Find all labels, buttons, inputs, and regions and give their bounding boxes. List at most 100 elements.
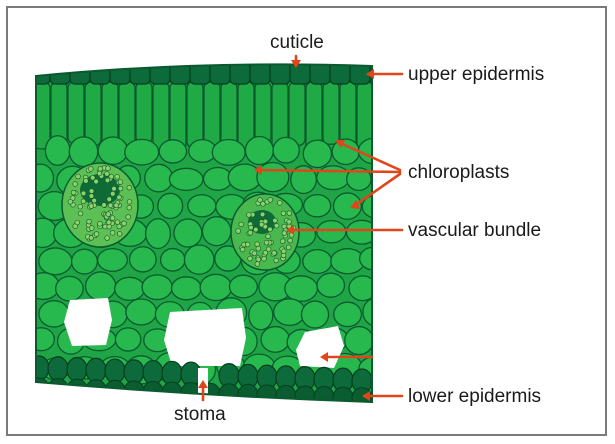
spongy-cell <box>317 221 346 243</box>
vascular-cell <box>122 221 127 226</box>
vascular-cell <box>89 226 94 231</box>
palisade-cell <box>85 82 101 145</box>
vascular-cell <box>78 204 83 209</box>
palisade-cell <box>136 82 152 143</box>
spongy-cell <box>69 137 97 167</box>
vascular-cell <box>248 230 253 235</box>
spongy-cell <box>229 275 257 298</box>
upper-epidermis-cell <box>150 62 170 84</box>
vascular-cell <box>260 212 265 217</box>
palisade-cell <box>255 82 271 143</box>
palisade-cell <box>68 82 84 144</box>
vascular-cell <box>98 166 103 171</box>
spongy-cell <box>204 167 232 190</box>
vascular-cell <box>281 249 286 254</box>
vascular-bundle-left <box>62 163 138 247</box>
vascular-cell <box>117 231 122 236</box>
leaf-tissue <box>27 55 392 415</box>
upper-epidermis-cell <box>110 62 130 84</box>
spongy-cell <box>72 249 98 274</box>
lower-epidermis-cell <box>67 379 87 399</box>
vascular-cell <box>277 200 282 205</box>
spongy-cell <box>301 301 328 328</box>
vascular-cell <box>89 204 94 209</box>
spongy-cell <box>285 276 318 302</box>
spongy-cell <box>126 299 157 325</box>
spongy-cell <box>28 328 54 351</box>
vascular-cell <box>282 231 287 236</box>
spongy-cell <box>115 277 145 300</box>
spongy-cell <box>161 249 185 271</box>
vascular-cell <box>249 225 254 230</box>
vascular-cell <box>81 191 86 196</box>
vascular-cell <box>255 262 260 267</box>
vascular-cell <box>287 211 292 216</box>
air-space <box>164 308 246 366</box>
vascular-cell <box>118 180 123 185</box>
lower-epidermis-cell <box>124 360 144 384</box>
vascular-cell <box>105 171 110 176</box>
spongy-cell <box>358 138 390 164</box>
vascular-cell <box>280 239 285 244</box>
lower-epidermis-label: lower epidermis <box>408 386 541 407</box>
vascular-cell <box>81 199 86 204</box>
vascular-cell <box>84 178 89 183</box>
spongy-cell <box>174 219 202 247</box>
lower-epidermis-cell <box>257 385 277 405</box>
spongy-cell <box>345 327 374 355</box>
vascular-cell <box>127 185 132 190</box>
vascular-cell <box>68 199 73 204</box>
vascular-cell <box>105 178 110 183</box>
palisade-cell <box>374 82 390 144</box>
vascular-cell <box>259 222 264 227</box>
spongy-cell <box>303 140 331 167</box>
spongy-cell <box>28 273 59 300</box>
spongy-cell <box>45 136 70 166</box>
spongy-cell <box>142 275 172 300</box>
lower-epidermis-cell <box>371 388 391 408</box>
palisade-cell <box>289 82 305 145</box>
vascular-cell <box>273 218 278 223</box>
vascular-cell <box>256 246 261 251</box>
vascular-cell <box>108 203 113 208</box>
vascular-cell <box>127 199 132 204</box>
vascular-cell <box>98 221 103 226</box>
vascular-cell <box>126 215 131 220</box>
vascular-cell <box>268 227 273 232</box>
palisade-cell <box>323 82 339 144</box>
spongy-cell <box>245 137 273 165</box>
vascular-cell <box>94 179 99 184</box>
vascular-cell <box>71 190 76 195</box>
vascular-cell <box>288 238 293 243</box>
lower-epidermis-pointer <box>362 391 402 401</box>
vascular-cell <box>75 220 80 225</box>
vascular-cell <box>264 240 269 245</box>
vascular-cell <box>73 182 78 187</box>
spongy-cell <box>158 193 183 218</box>
vascular-cell <box>115 174 120 179</box>
vascular-cell <box>110 230 115 235</box>
vascular-cell <box>286 245 291 250</box>
spongy-cell <box>363 298 388 325</box>
vascular-cell <box>107 197 112 202</box>
spongy-cell <box>200 274 231 300</box>
vascular-cell <box>109 174 114 179</box>
vascular-cell <box>236 229 241 234</box>
spongy-cell <box>56 276 84 301</box>
lower-epidermis-cell <box>29 378 49 398</box>
spongy-cell <box>115 328 140 351</box>
lower-epidermis-cell <box>48 357 68 381</box>
vascular-cell <box>255 242 260 247</box>
vascular-cell <box>274 258 279 263</box>
upper-epidermis-label: upper epidermis <box>408 64 544 85</box>
lower-epidermis-cell <box>67 358 87 382</box>
vascular-cell <box>105 236 110 241</box>
vascular-cell <box>262 256 267 261</box>
spongy-cell <box>228 164 261 191</box>
spongy-cell <box>28 218 57 247</box>
lower-epidermis-cell <box>333 387 353 407</box>
cuticle-label: cuticle <box>270 32 324 53</box>
vascular-cell <box>246 212 251 217</box>
